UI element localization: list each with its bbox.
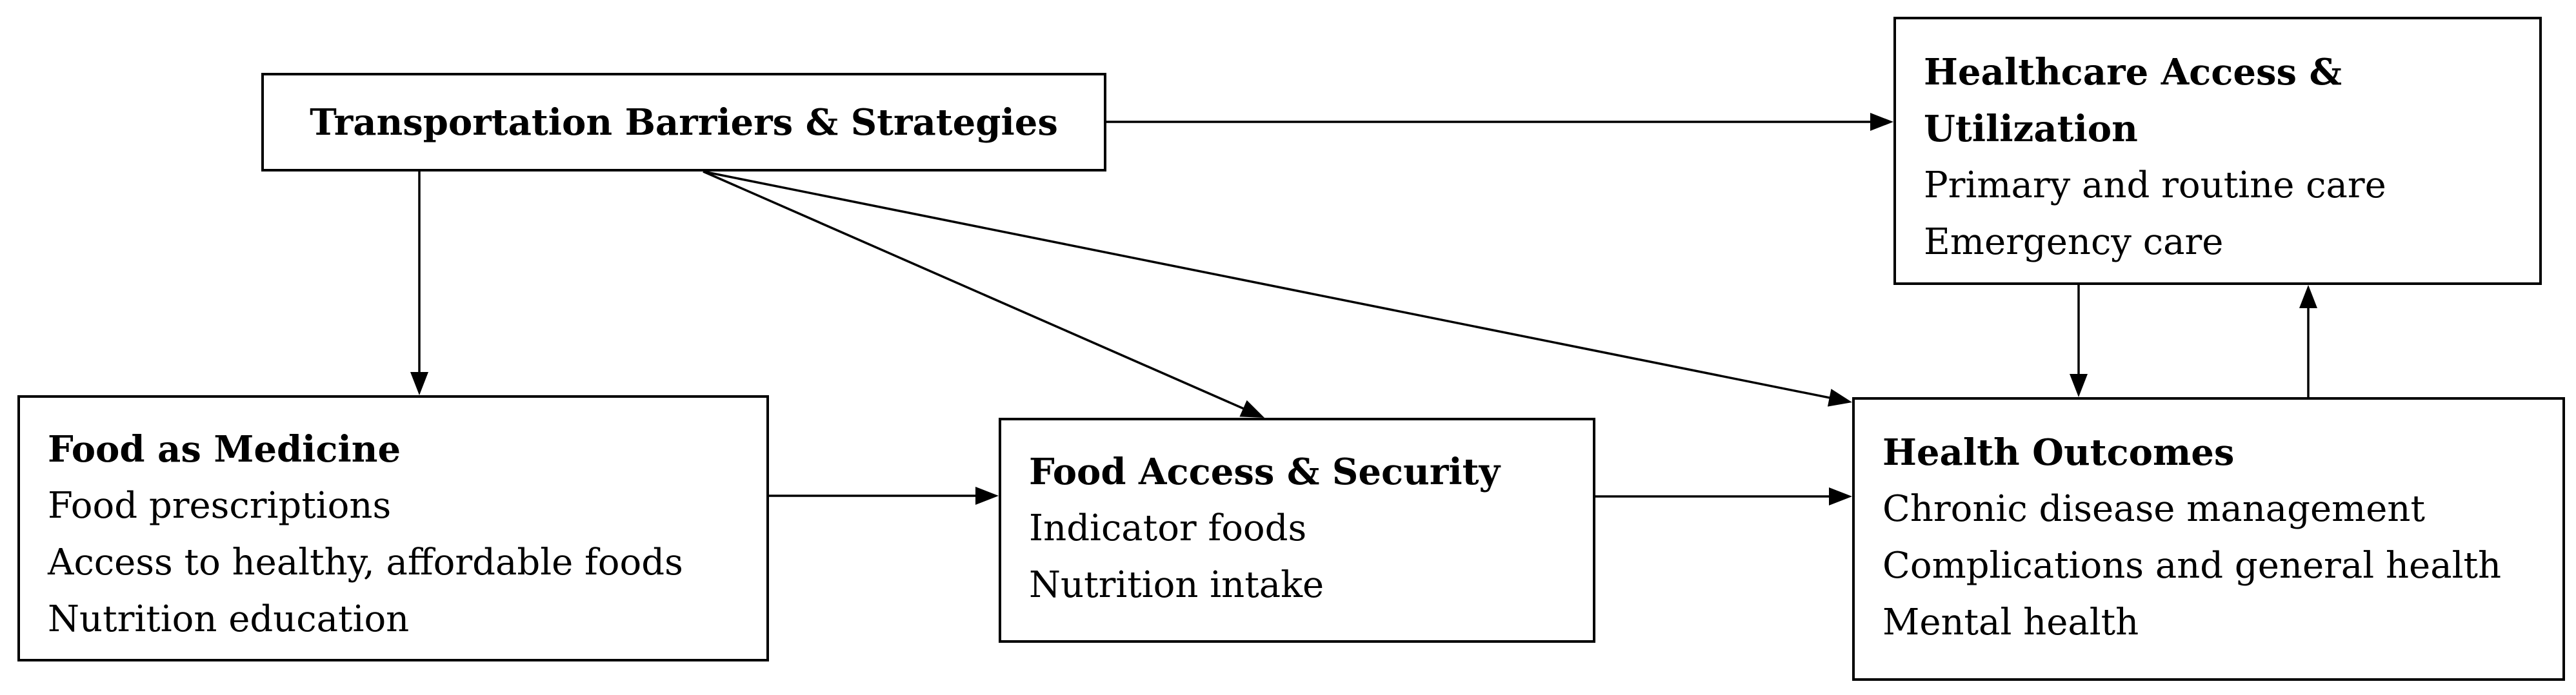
arrowhead-outcomes-to-healthcare [2299, 285, 2317, 308]
fam-item-food-prescriptions: Food prescriptions [48, 485, 392, 527]
outcomes-item-complications: Complications and general health [1882, 545, 2502, 587]
arrow-transport-to-food-access [703, 170, 1248, 411]
arrowhead-transport-to-food-access [1239, 400, 1264, 418]
healthcare-access-title-line1: Healthcare Access & [1924, 51, 2342, 93]
arrowhead-healthcare-to-outcomes [2070, 374, 2088, 397]
health-outcomes-title: Health Outcomes [1882, 431, 2235, 474]
transportation-barriers-box: Transportation Barriers & Strategies [261, 73, 1106, 171]
outcomes-item-chronic-disease: Chronic disease management [1882, 488, 2425, 530]
fam-item-healthy-foods: Access to healthy, affordable foods [48, 542, 683, 583]
fas-item-nutrition-intake: Nutrition intake [1029, 564, 1324, 606]
food-access-security-box: Food Access & Security Indicator foods N… [999, 418, 1595, 643]
arrowhead-transport-to-healthcare [1870, 113, 1893, 131]
food-access-security-title: Food Access & Security [1029, 451, 1500, 493]
health-outcomes-box: Health Outcomes Chronic disease manageme… [1852, 397, 2565, 681]
arrowhead-transport-to-food-as-medicine [410, 372, 428, 395]
arrowhead-transport-to-outcomes [1827, 389, 1852, 407]
healthcare-item-emergency-care: Emergency care [1924, 221, 2224, 263]
transportation-barriers-title: Transportation Barriers & Strategies [310, 101, 1058, 144]
outcomes-item-mental-health: Mental health [1882, 602, 2139, 643]
arrow-transport-to-outcomes [703, 170, 1833, 400]
healthcare-access-title-line2: Utilization [1924, 108, 2138, 150]
healthcare-access-box: Healthcare Access & Utilization Primary … [1893, 17, 2542, 285]
food-as-medicine-box: Food as Medicine Food prescriptions Acce… [17, 395, 769, 661]
fam-item-nutrition-education: Nutrition education [48, 598, 410, 640]
arrowhead-food-access-to-outcomes [1829, 487, 1852, 505]
arrowhead-food-as-medicine-to-food-access [975, 487, 999, 505]
fas-item-indicator-foods: Indicator foods [1029, 507, 1307, 549]
food-as-medicine-title: Food as Medicine [48, 428, 401, 471]
arrow-layer [410, 113, 2317, 505]
healthcare-item-primary-care: Primary and routine care [1924, 164, 2386, 206]
